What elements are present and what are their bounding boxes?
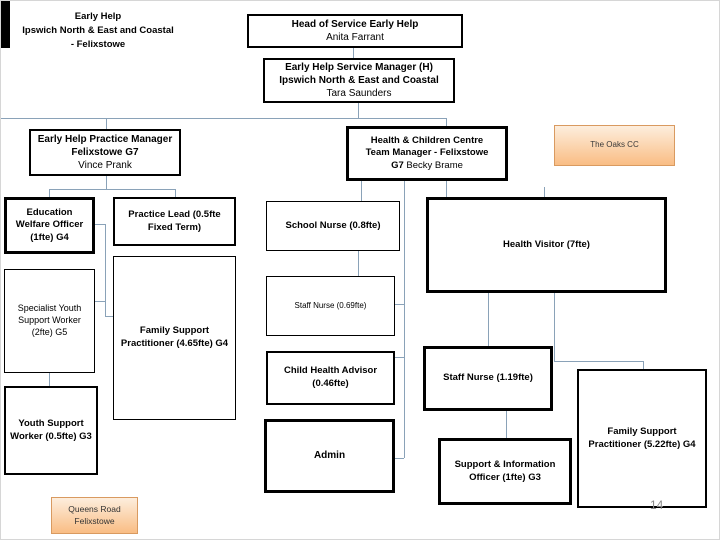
role-label: Family Support Practitioner (4.65fte) G4 — [120, 325, 229, 349]
role-title-line2: Felixstowe G7 — [71, 146, 139, 158]
connector-line — [106, 118, 107, 129]
connector-line — [49, 373, 50, 386]
page-number: 14 — [650, 498, 664, 512]
org-box-support-information-officer: Support & Information Officer (1fte) G3 — [438, 438, 572, 505]
role-label: School Nurse (0.8fte) — [285, 219, 381, 231]
connector-line — [353, 48, 354, 58]
role-label: Youth Support Worker (0.5fte) G3 — [10, 417, 92, 442]
page-title: Early Help Ipswich North & East and Coas… — [9, 10, 187, 52]
org-box-family-support-practitioner-465: Family Support Practitioner (4.65fte) G4 — [113, 256, 236, 420]
org-box-text: Early Help Practice Manager Felixstowe G… — [38, 133, 173, 173]
org-box-staff-nurse-119: Staff Nurse (1.19fte) — [423, 346, 553, 411]
org-box-specialist-youth-support-worker: Specialist Youth Support Worker (2fte) G… — [4, 269, 95, 373]
connector-line — [361, 181, 362, 201]
connector-line — [488, 293, 489, 346]
connector-line — [175, 189, 176, 197]
role-title-line1: Early Help Service Manager (H) — [285, 61, 433, 73]
page-title-line3: - Felixstowe — [70, 39, 126, 50]
org-box-service-manager: Early Help Service Manager (H) Ipswich N… — [263, 58, 455, 103]
org-box-youth-support-worker: Youth Support Worker (0.5fte) G3 — [4, 386, 98, 475]
role-label: Family Support Practitioner (5.22fte) G4 — [588, 425, 696, 450]
connector-line — [95, 301, 105, 302]
org-box-practice-lead: Practice Lead (0.5fte Fixed Term) — [113, 197, 236, 246]
location-label: The Oaks CC — [590, 140, 639, 150]
connector-line — [1, 118, 447, 119]
connector-line — [49, 189, 175, 190]
person-name: Becky Brame — [406, 159, 463, 171]
org-box-school-nurse: School Nurse (0.8fte) — [266, 201, 400, 251]
role-label: Staff Nurse (1.19fte) — [443, 372, 533, 384]
person-name: Tara Saunders — [326, 88, 392, 100]
connector-line — [358, 251, 359, 276]
org-box-staff-nurse-069: Staff Nurse (0.69fte) — [266, 276, 395, 336]
org-box-text: Health & Children Centre Team Manager - … — [359, 135, 495, 173]
page-title-line2: Ipswich North & East and Coastal — [22, 25, 174, 36]
black-accent-bar — [1, 1, 10, 48]
org-box-queens-road: Queens Road Felixstowe — [51, 497, 138, 534]
connector-line — [49, 189, 50, 197]
org-box-admin: Admin — [264, 419, 395, 493]
connector-line — [446, 181, 447, 197]
connector-line — [506, 411, 507, 438]
org-box-education-welfare-officer: Education Welfare Officer (1fte) G4 — [4, 197, 95, 254]
connector-line — [643, 361, 644, 369]
role-title: Head of Service Early Help — [291, 18, 419, 30]
role-label: Education Welfare Officer (1fte) G4 — [15, 206, 84, 243]
connector-line — [395, 304, 404, 305]
org-box-health-visitor: Health Visitor (7fte) — [426, 197, 667, 293]
role-label: Health Visitor (7fte) — [503, 238, 590, 250]
connector-line — [554, 293, 555, 361]
connector-line — [358, 103, 359, 118]
connector-line — [395, 458, 404, 459]
connector-line — [554, 361, 643, 362]
role-label: Staff Nurse (0.69fte) — [294, 300, 367, 310]
role-title-line2: Ipswich North & East and Coastal — [279, 74, 439, 86]
org-box-text: Head of Service Early Help Anita Farrant — [292, 18, 419, 44]
page-title-line1: Early Help — [74, 11, 122, 22]
role-label: Child Health Advisor (0.46fte) — [283, 365, 378, 389]
connector-line — [404, 181, 405, 458]
role-title-line1: Early Help Practice Manager — [37, 133, 173, 145]
role-label: Admin — [313, 450, 346, 462]
connector-line — [395, 357, 404, 358]
org-box-head-of-service: Head of Service Early Help Anita Farrant — [247, 14, 463, 48]
person-name: Vince Prank — [78, 160, 132, 172]
connector-line — [106, 176, 107, 189]
location-label: Queens Road Felixstowe — [68, 504, 121, 526]
role-label: Practice Lead (0.5fte Fixed Term) — [128, 208, 221, 233]
role-label: Specialist Youth Support Worker (2fte) G… — [17, 303, 82, 337]
role-title: Health & Children Centre Team Manager - … — [365, 134, 489, 171]
connector-line — [105, 224, 106, 317]
connector-line — [446, 118, 447, 126]
connector-line — [544, 187, 545, 197]
org-box-health-cc-team-manager: Health & Children Centre Team Manager - … — [346, 126, 508, 181]
connector-line — [105, 316, 113, 317]
connector-line — [95, 224, 105, 225]
role-label: Support & Information Officer (1fte) G3 — [454, 458, 556, 483]
org-box-child-health-advisor: Child Health Advisor (0.46fte) — [266, 351, 395, 405]
org-box-oaks-cc: The Oaks CC — [554, 125, 675, 166]
person-name: Anita Farrant — [326, 32, 384, 43]
org-box-family-support-practitioner-522: Family Support Practitioner (5.22fte) G4 — [577, 369, 707, 508]
org-box-practice-manager: Early Help Practice Manager Felixstowe G… — [29, 129, 181, 176]
org-box-text: Early Help Service Manager (H) Ipswich N… — [279, 61, 438, 101]
